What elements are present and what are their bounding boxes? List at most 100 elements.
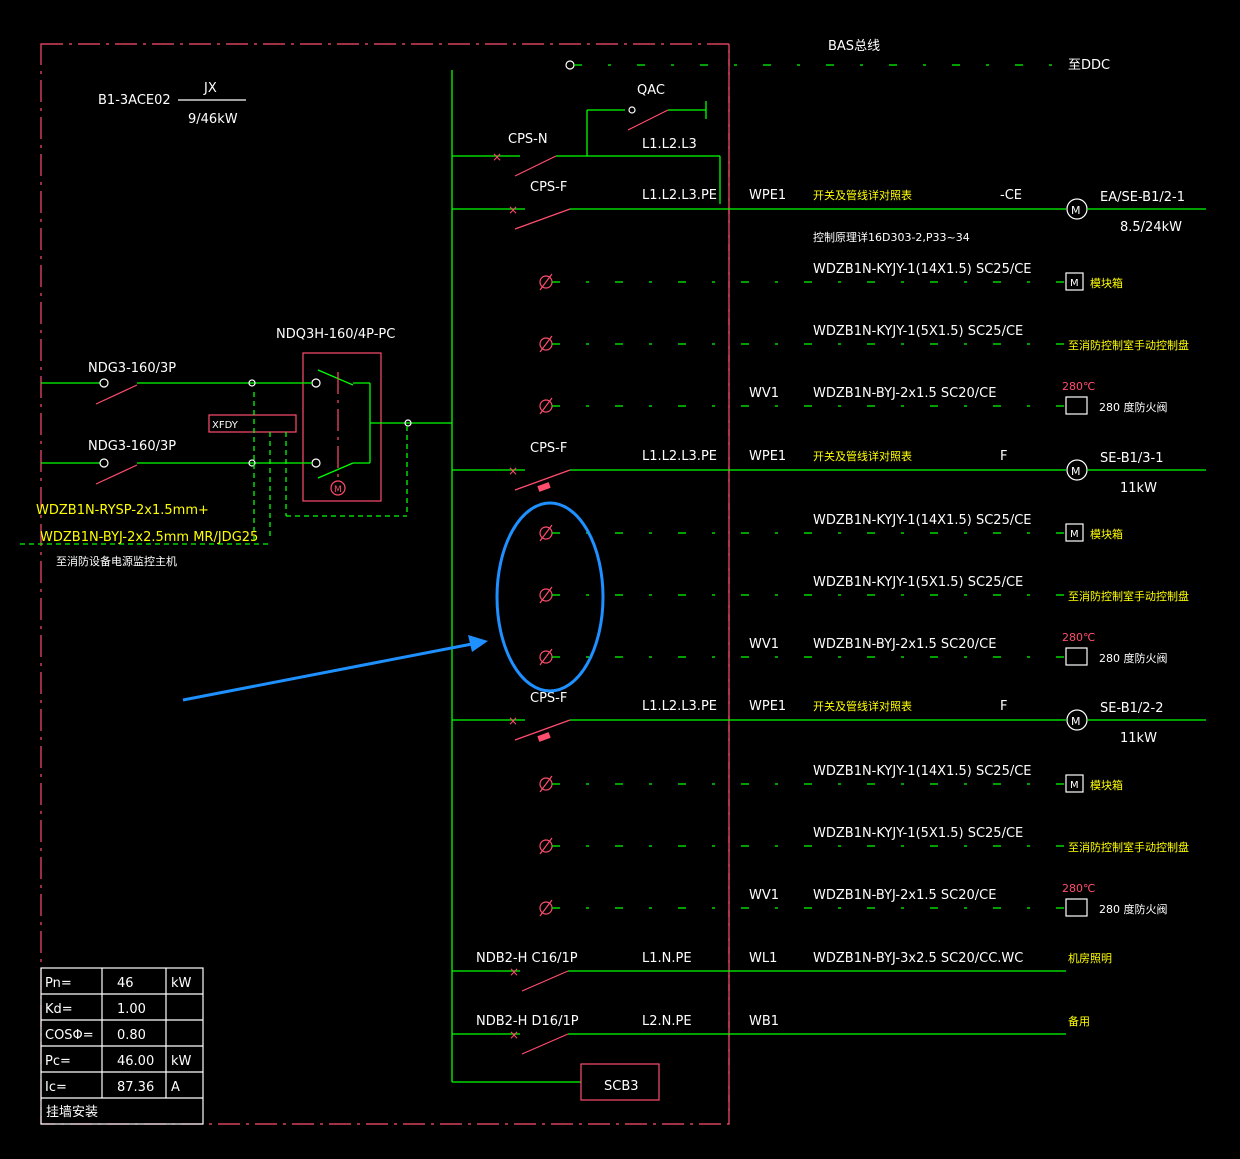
table-row-unit: A [171, 1080, 180, 1095]
ndb2-c16-label: NDB2-H C16/1P [476, 951, 578, 966]
main-switch-box [302, 352, 382, 502]
ndb2-c16-cable: WDZB1N-BYJ-3x2.5 SC20/CC.WC [813, 951, 1023, 966]
c2-load-name: EA/SE-B1/2-1 [1100, 190, 1185, 205]
c4b-dest: 至消防控制室手动控制盘 [1068, 840, 1189, 854]
table-row-value: 46.00 [117, 1054, 154, 1069]
c3-trip-indicator [537, 482, 551, 492]
c2-device-label: CPS-F [530, 180, 567, 195]
c2c-temp: 280℃ [1062, 380, 1095, 393]
ndb2-d16-line: WB1 [749, 1014, 779, 1029]
scb3-label: SCB3 [604, 1079, 639, 1094]
c4c-dest: 280 度防火阀 [1099, 902, 1168, 916]
table-row-unit: kW [171, 976, 192, 991]
relay-xfdy-label: XFDY [212, 420, 239, 431]
breaker-2-label: NDG3-160/3P [88, 439, 176, 454]
c4a-cable: WDZB1N-KYJY-1(14X1.5) SC25/CE [813, 764, 1032, 779]
cabinet-id: B1-3ACE02 [98, 93, 171, 108]
ndb2-d16-contact [521, 1033, 569, 1055]
c2b-cable: WDZB1N-KYJY-1(5X1.5) SC25/CE [813, 324, 1023, 339]
c4-phase: L1.L2.L3.PE [642, 699, 717, 714]
qac-phase: L1.L2.L3 [642, 137, 697, 152]
module-box-icon [1065, 272, 1084, 291]
c2b-dest: 至消防控制室手动控制盘 [1068, 338, 1189, 352]
table-row-value: 1.00 [117, 1002, 146, 1017]
c2c-line: WV1 [749, 386, 779, 401]
table-row-label: Pn= [45, 976, 72, 991]
annotation-arrow-head [468, 635, 488, 652]
c3a-cable: WDZB1N-KYJY-1(14X1.5) SC25/CE [813, 513, 1032, 528]
bas-dest: 至DDC [1068, 58, 1110, 73]
ndb2-d16-phase: L2.N.PE [642, 1014, 692, 1029]
c3b-cable: WDZB1N-KYJY-1(5X1.5) SC25/CE [813, 575, 1023, 590]
c4-device-label: CPS-F [530, 691, 567, 706]
motor-operator-icon [330, 480, 346, 496]
c2-note: 控制原理详16D303-2,P33~34 [813, 230, 970, 244]
c3-device-label: CPS-F [530, 441, 567, 456]
relay-xfdy-box [208, 414, 297, 433]
module-box-icon [1065, 523, 1084, 542]
c4c-cable: WDZB1N-BYJ-2x1.5 SC20/CE [813, 888, 996, 903]
c4-cable: 开关及管线详对照表 [813, 699, 912, 713]
svg-text:×: × [509, 1028, 519, 1042]
c2-load-power: 8.5/24kW [1120, 220, 1182, 235]
annotation-ellipse [495, 501, 605, 693]
fire-damper-icon [1065, 396, 1088, 415]
table-footer: 挂墙安装 [46, 1105, 98, 1120]
c2-motor-symbol: M [1071, 204, 1081, 217]
svg-text:×: × [492, 150, 502, 164]
cabinet-power: 9/46kW [188, 112, 238, 127]
breaker-1-label: NDG3-160/3P [88, 361, 176, 376]
c3-contact [514, 469, 571, 491]
ndb2-c16-phase: L1.N.PE [642, 951, 692, 966]
ndb2-c16-line: WL1 [749, 951, 777, 966]
c2a-cable: WDZB1N-KYJY-1(14X1.5) SC25/CE [813, 262, 1032, 277]
c3c-dest: 280 度防火阀 [1099, 651, 1168, 665]
bas-label: BAS总线 [828, 39, 880, 54]
cabinet-type: JX [203, 81, 217, 96]
table-row-label: Kd= [45, 1002, 73, 1017]
c4-load-power: 11kW [1120, 731, 1157, 746]
c2-contact [514, 208, 571, 230]
module-box-icon [1065, 774, 1084, 793]
annotation-arrow-line [182, 642, 473, 702]
c3c-cable: WDZB1N-BYJ-2x1.5 SC20/CE [813, 637, 996, 652]
c3-cable: 开关及管线详对照表 [813, 449, 912, 463]
ndb2-c16-contact [521, 970, 569, 992]
motor-operator-symbol: M [334, 485, 342, 495]
table-row-label: COSΦ= [45, 1028, 94, 1043]
c2a-symbol: M [1070, 278, 1079, 289]
table-row-unit: kW [171, 1054, 192, 1069]
c4-contact [514, 719, 571, 741]
c4a-dest: 模块箱 [1090, 778, 1123, 792]
c2-laying: -CE [1000, 188, 1022, 203]
c4-load-name: SE-B1/2-2 [1100, 701, 1164, 716]
c3-phase: L1.L2.L3.PE [642, 449, 717, 464]
c3-load-power: 11kW [1120, 481, 1157, 496]
c4-motor-symbol: M [1071, 715, 1081, 728]
c3a-symbol: M [1070, 529, 1079, 540]
c2c-cable: WDZB1N-BYJ-2x1.5 SC20/CE [813, 386, 996, 401]
c2-cable: 开关及管线详对照表 [813, 188, 912, 202]
ndb2-c16-dest: 机房照明 [1068, 951, 1112, 965]
table-row-value: 46 [117, 976, 134, 991]
table-row-label: Pc= [45, 1054, 71, 1069]
breaker-1-contact [95, 384, 138, 405]
main-switch-label: NDQ3H-160/4P-PC [276, 327, 395, 342]
signal-cable-dest: 至消防设备电源监控主机 [56, 554, 177, 568]
fire-damper-icon [1065, 647, 1088, 666]
c2a-dest: 模块箱 [1090, 276, 1123, 290]
svg-text:×: × [509, 965, 519, 979]
c4-laying: F [1000, 699, 1007, 714]
cps-n-contact [514, 155, 557, 177]
c4-line: WPE1 [749, 699, 786, 714]
c4-trip-indicator [537, 732, 551, 742]
c2-phase: L1.L2.L3.PE [642, 188, 717, 203]
fire-damper-icon [1065, 898, 1088, 917]
circuits-layer: CPS-F × L1.L2.L3.PE WPE1 开关及管线详对照表 -CE M EA/SE-… [452, 180, 1206, 917]
c3-load-name: SE-B1/3-1 [1100, 451, 1164, 466]
signal-cable-1: WDZB1N-RYSP-2x1.5mm+ [36, 503, 209, 518]
table-row-value: 87.36 [117, 1080, 154, 1095]
c3b-dest: 至消防控制室手动控制盘 [1068, 589, 1189, 603]
c3-line: WPE1 [749, 449, 786, 464]
c4-cross-icon: × [508, 714, 518, 728]
